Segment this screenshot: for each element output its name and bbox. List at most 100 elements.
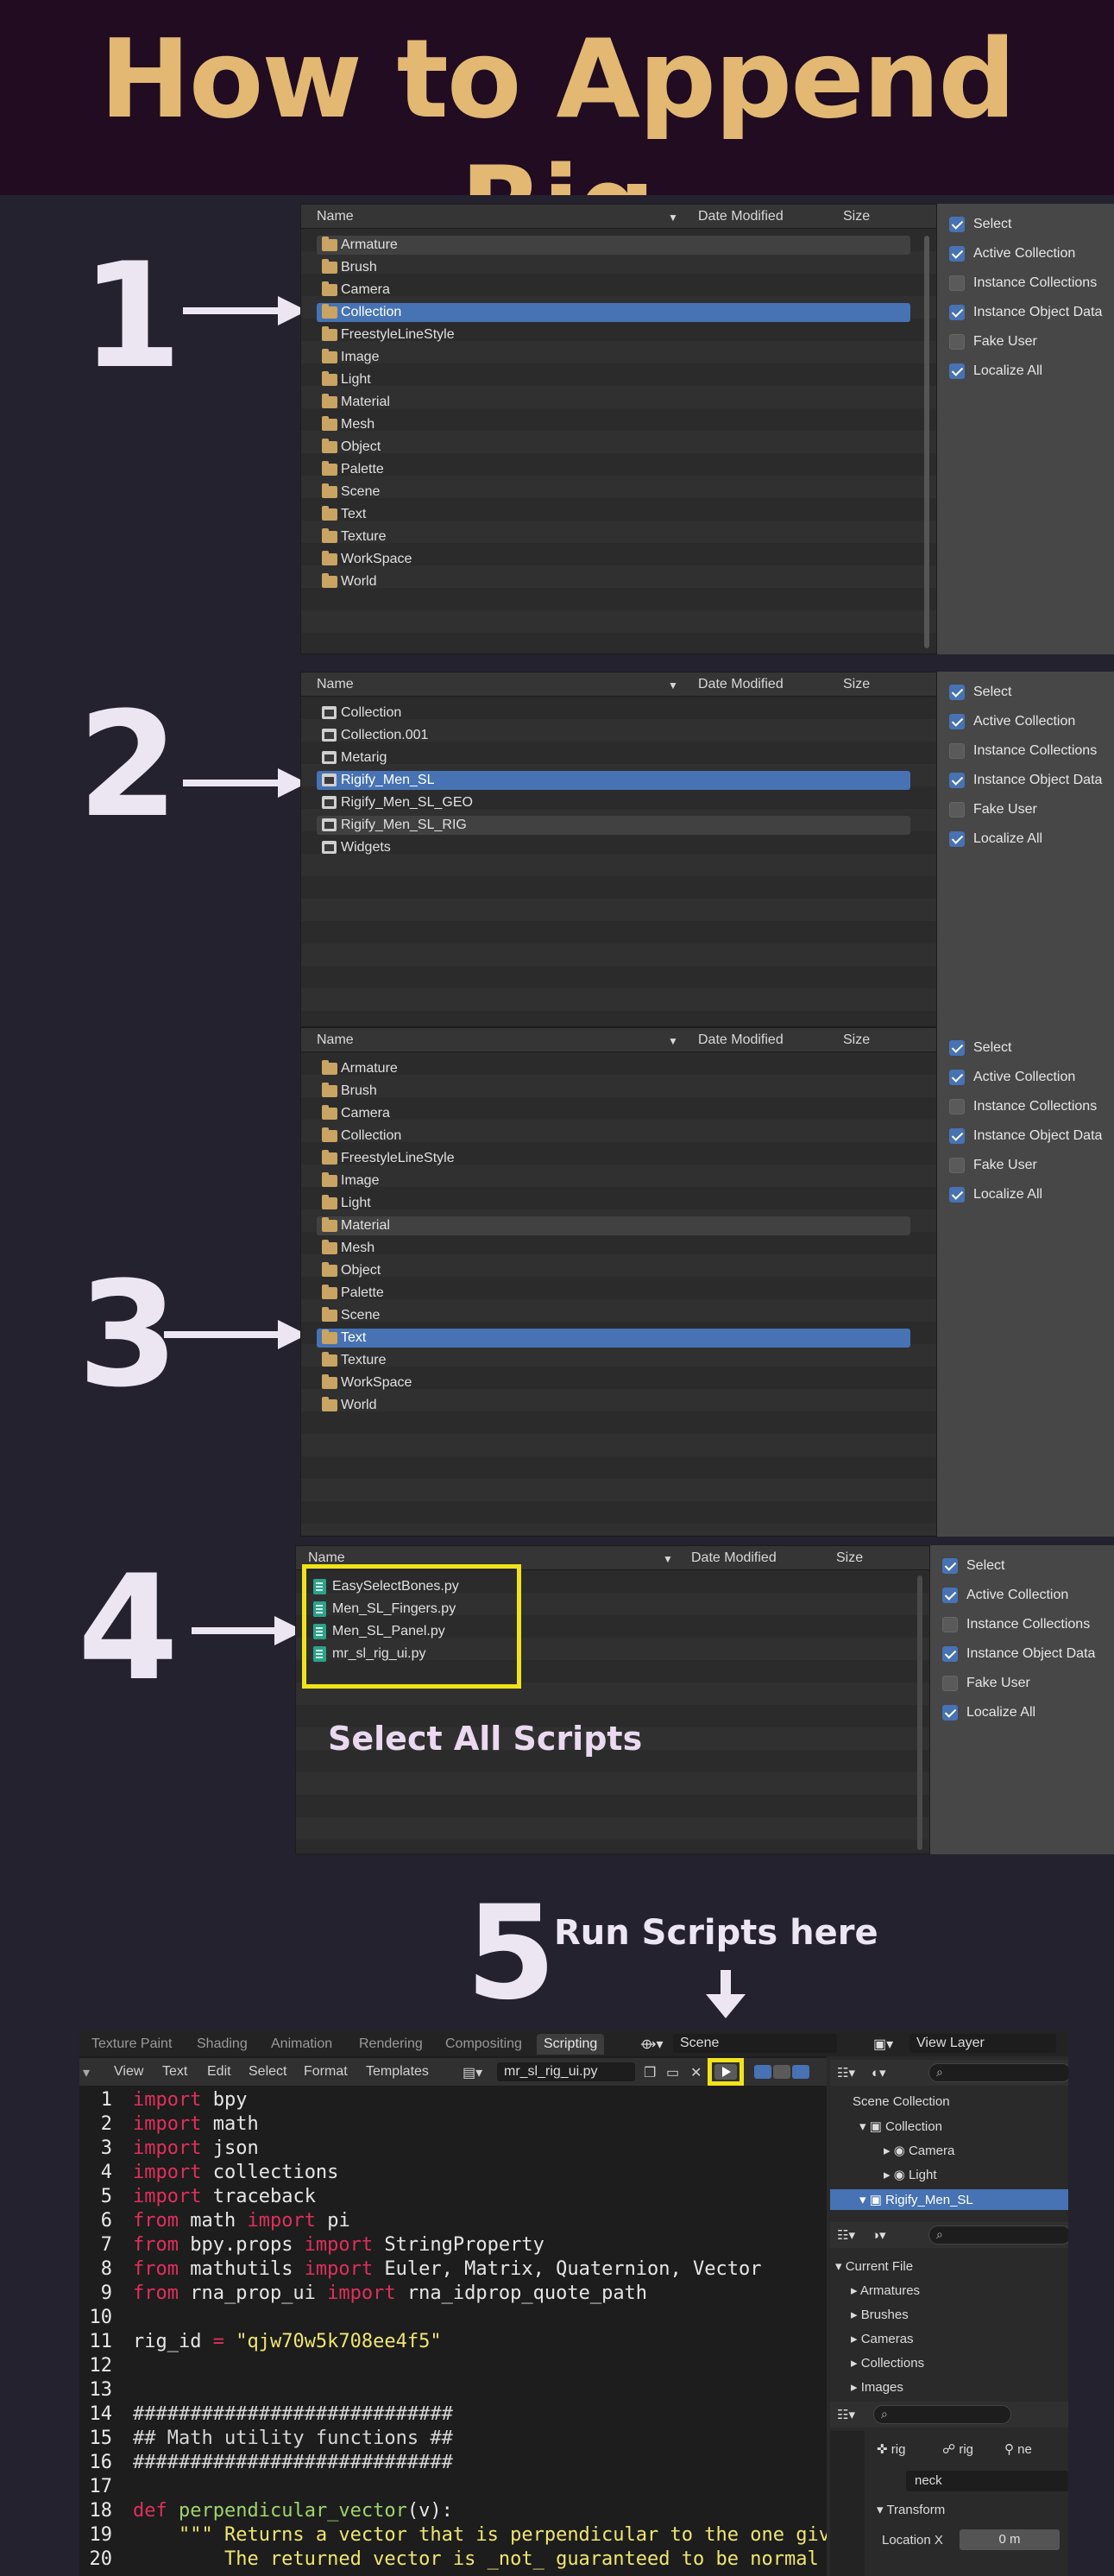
list-item[interactable]: Camera (317, 281, 910, 300)
list-item[interactable]: Armature (317, 236, 910, 255)
close-icon[interactable]: ✕ (690, 2066, 702, 2080)
list-item[interactable]: Camera (317, 1104, 910, 1123)
code-editor[interactable]: 1 2 3 4 5 6 7 8 9 10 11 12 13 14 15 16 1… (79, 2086, 830, 2576)
list-item[interactable]: FreestyleLineStyle (317, 1149, 910, 1168)
object-icon[interactable]: ☍ rig (942, 2442, 974, 2457)
location-x-field[interactable]: 0 m (960, 2529, 1060, 2550)
list-item-selected[interactable]: Rigify_Men_SL (317, 771, 910, 790)
list-item[interactable]: Image (317, 1171, 910, 1190)
filename-field[interactable]: mr_sl_rig_ui.py (497, 2062, 635, 2081)
option-fake-user[interactable]: Fake User (949, 1157, 1037, 1174)
col-date[interactable]: Date Modified (691, 1550, 777, 1565)
sort-chevron-icon[interactable]: ▼ (663, 1553, 673, 1565)
current-file-label[interactable]: ▾ Current File (835, 2259, 914, 2274)
list-item[interactable]: Material (317, 1216, 910, 1235)
menu-text[interactable]: Text (162, 2064, 188, 2079)
option-fake-user[interactable]: Fake User (942, 1675, 1030, 1692)
scene-field[interactable]: Scene (673, 2034, 837, 2053)
list-item[interactable]: Palette (317, 460, 910, 479)
sort-chevron-icon[interactable]: ▼ (668, 679, 678, 691)
sort-chevron-icon[interactable]: ▼ (668, 1035, 678, 1047)
list-item[interactable]: WorkSpace (317, 1373, 910, 1392)
option-select[interactable]: Select (949, 1039, 1011, 1057)
display-mode-icon[interactable]: ◐▾ (872, 2066, 886, 2080)
option-select[interactable]: Select (949, 684, 1011, 701)
list-item[interactable]: Metarig (317, 748, 910, 767)
view-layer-field[interactable]: View Layer (909, 2034, 1056, 2053)
run-script-button[interactable] (714, 2064, 737, 2080)
col-size[interactable]: Size (843, 1032, 871, 1047)
col-name[interactable]: Name (317, 677, 354, 691)
option-instance-object-data[interactable]: Instance Object Data (949, 1127, 1102, 1145)
tab-scripting[interactable]: Scripting (537, 2034, 605, 2055)
layer-icon[interactable]: ▣▾ (873, 2037, 894, 2052)
list-item[interactable]: Brush (317, 258, 910, 277)
menu-format[interactable]: Format (304, 2064, 348, 2079)
outliner-scene-collection[interactable]: Scene Collection (853, 2094, 950, 2109)
list-item[interactable]: Rigify_Men_SL_GEO (317, 793, 910, 812)
list-item[interactable]: Collection.001 (317, 726, 910, 745)
line-numbers-toggle[interactable] (754, 2065, 771, 2079)
option-instance-collections[interactable]: Instance Collections (949, 275, 1097, 292)
bone-icon[interactable]: ⚲ ne (1004, 2442, 1032, 2457)
scrollbar[interactable] (917, 1575, 922, 1850)
option-instance-collections[interactable]: Instance Collections (949, 742, 1097, 760)
col-date[interactable]: Date Modified (698, 209, 784, 224)
option-active-collection[interactable]: Active Collection (949, 245, 1075, 262)
list-item[interactable]: Object (317, 1261, 910, 1280)
option-localize-all[interactable]: Localize All (949, 363, 1042, 380)
outliner-rig-row[interactable]: ▾ ▣ Rigify_Men_SL (830, 2189, 1068, 2210)
open-folder-icon[interactable]: ▭ (666, 2066, 680, 2080)
list-item[interactable]: Image (317, 348, 910, 367)
list-item[interactable]: Rigify_Men_SL_RIG (317, 816, 910, 835)
list-item[interactable]: WorkSpace (317, 550, 910, 569)
list-item[interactable]: Text (317, 505, 910, 524)
browser-type-icon[interactable]: ☷▾ (837, 2228, 855, 2243)
list-item[interactable]: Brush (317, 1082, 910, 1101)
option-instance-object-data[interactable]: Instance Object Data (942, 1645, 1095, 1663)
list-item[interactable]: World (317, 1396, 910, 1415)
browser-item-collections[interactable]: ▸ Collections (851, 2356, 925, 2371)
list-item[interactable]: Palette (317, 1284, 910, 1303)
list-item[interactable]: EasySelectBones.py (308, 1577, 903, 1596)
tab-shading[interactable]: Shading (197, 2036, 248, 2051)
browser-item-armatures[interactable]: ▸ Armatures (851, 2283, 921, 2298)
tab-animation[interactable]: Animation (271, 2036, 333, 2051)
list-item[interactable]: Men_SL_Panel.py (308, 1622, 903, 1641)
option-fake-user[interactable]: Fake User (949, 801, 1037, 818)
browser-item-cameras[interactable]: ▸ Cameras (851, 2332, 914, 2346)
syntax-highlight-toggle[interactable] (792, 2065, 809, 2079)
option-instance-collections[interactable]: Instance Collections (949, 1098, 1097, 1115)
option-instance-object-data[interactable]: Instance Object Data (949, 772, 1102, 789)
browser-search-input[interactable]: ⌕ (928, 2226, 1068, 2245)
transform-section[interactable]: ▾ Transform (877, 2503, 946, 2517)
list-item[interactable]: Armature (317, 1059, 910, 1078)
list-item[interactable]: Collection (317, 704, 910, 723)
list-item[interactable]: Widgets (317, 838, 910, 857)
tab-compositing[interactable]: Compositing (445, 2036, 522, 2051)
outliner-search-input[interactable]: ⌕ (928, 2063, 1068, 2082)
properties-type-icon[interactable]: ☷▾ (837, 2408, 855, 2422)
editor-type-icon[interactable]: ▾ (83, 2066, 91, 2080)
view-icon[interactable]: ◑▾ (872, 2228, 886, 2243)
list-item[interactable]: World (317, 572, 910, 591)
copy-icon[interactable]: ❐ (644, 2066, 657, 2080)
properties-search-input[interactable]: ⌕ (873, 2405, 1011, 2424)
armature-icon[interactable]: ✜ rig (877, 2442, 906, 2457)
option-instance-object-data[interactable]: Instance Object Data (949, 304, 1102, 321)
list-item[interactable]: Texture (317, 1351, 910, 1370)
option-instance-collections[interactable]: Instance Collections (942, 1616, 1090, 1633)
scene-icon[interactable]: ⟴▾ (640, 2037, 664, 2052)
option-localize-all[interactable]: Localize All (942, 1704, 1035, 1721)
list-item[interactable]: Scene (317, 483, 910, 502)
outliner-collection[interactable]: ▾ ▣ Collection (859, 2119, 942, 2134)
menu-templates[interactable]: Templates (366, 2064, 429, 2079)
scrollbar[interactable] (924, 236, 929, 648)
browser-item-brushes[interactable]: ▸ Brushes (851, 2308, 909, 2322)
col-name[interactable]: Name (308, 1550, 345, 1565)
list-item[interactable]: Scene (317, 1306, 910, 1325)
list-item[interactable]: Light (317, 370, 910, 389)
text-datablock-icon[interactable]: ▤▾ (463, 2066, 483, 2080)
option-active-collection[interactable]: Active Collection (949, 1069, 1075, 1086)
list-item[interactable]: Light (317, 1194, 910, 1213)
